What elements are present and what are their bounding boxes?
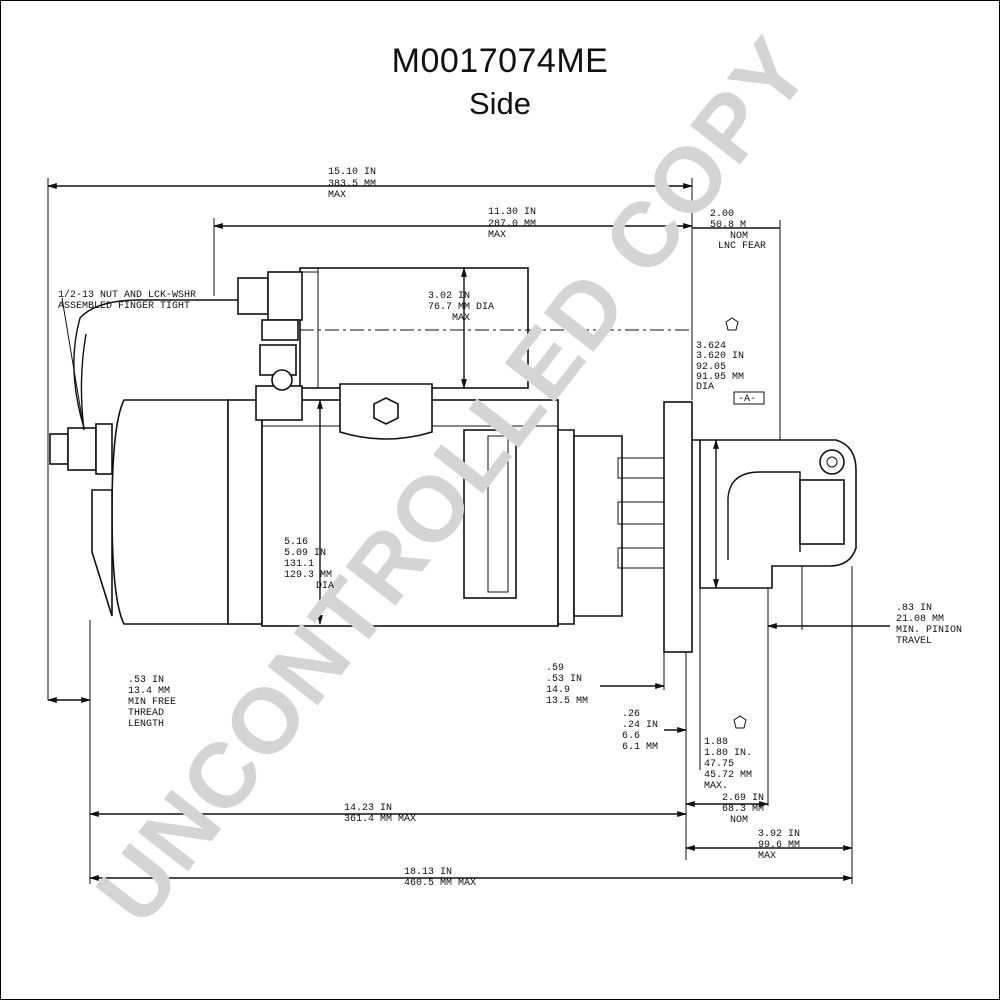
thread-len-1: .53 IN	[128, 675, 164, 686]
pinion-travel-2: 21.08 MM	[896, 614, 944, 625]
nose-max-1: 3.92 IN	[758, 829, 800, 840]
thread-len-2: 13.4 MM	[128, 686, 170, 697]
overall-bottom-1: 18.13 IN	[404, 867, 452, 878]
nut-note-2: ASSEMBLED FINGER TIGHT	[58, 301, 190, 312]
frame-terminal	[255, 385, 303, 421]
pinion-travel-1: .83 IN	[896, 603, 932, 614]
motor-dia-2: 5.09 IN	[284, 548, 326, 559]
overall-top-1: 15.10 IN	[328, 167, 376, 178]
drive-housing	[573, 435, 623, 617]
motor-dia-3: 131.1	[284, 559, 314, 570]
strap-bolt	[373, 397, 399, 425]
nose-len-3: NOM	[730, 815, 748, 826]
flange-nom-4: LNC FEAR	[718, 241, 766, 252]
solenoid-body	[299, 267, 529, 389]
flange-nom-2: 50.8 M	[710, 220, 746, 231]
pinion-pos-2: 1.80 IN.	[704, 748, 752, 759]
motor-dia-4: 129.3 MM	[284, 570, 332, 581]
gap-4: 6.1 MM	[622, 742, 658, 753]
nose-len-1: 2.69 IN	[722, 793, 764, 804]
sol-span-2: 287.0 MM	[488, 219, 536, 230]
pinion-nose	[692, 439, 857, 589]
datum-label: -A-	[738, 394, 756, 405]
flange-thk-3: 14.9	[546, 685, 570, 696]
pinion-pos-1: 1.88	[704, 737, 728, 748]
dimension-labels: 15.10 IN 383.5 MM MAX 11.30 IN 287.0 MM …	[58, 167, 962, 889]
motor-dia-5: DIA	[316, 581, 334, 592]
pilot-dia-5: DIA	[696, 382, 714, 393]
thread-len-4: THREAD	[128, 708, 164, 719]
nose-len-2: 68.3 MM	[722, 804, 764, 815]
sol-dia-1: 3.02 IN	[428, 291, 470, 302]
nose-max-3: MAX	[758, 851, 776, 862]
datum-symbol-2	[733, 715, 747, 729]
drawing-title: M0017074ME	[391, 42, 609, 80]
pinion-pos-4: 45.72 MM	[704, 770, 752, 781]
flange-nom-1: 2.00	[710, 209, 734, 220]
gap-2: .24 IN	[622, 720, 658, 731]
flange-thk-2: .53 IN	[546, 674, 582, 685]
pinion-pos-3: 47.75	[704, 759, 734, 770]
gap-3: 6.6	[622, 731, 640, 742]
starter-motor-outline	[49, 267, 857, 653]
body-len-2: 361.4 MM MAX	[344, 814, 416, 825]
sol-dia-2: 76.7 MM DIA	[428, 302, 494, 313]
overall-bottom-2: 460.5 MM MAX	[404, 878, 476, 889]
pinion-travel-3: MIN. PINION	[896, 625, 962, 636]
end-cap	[111, 399, 229, 625]
flange-thk-1: .59	[546, 663, 564, 674]
body-len-1: 14.23 IN	[344, 803, 392, 814]
sol-span-1: 11.30 IN	[488, 207, 536, 218]
pinion-gear	[799, 479, 845, 545]
pinion-travel-4: TRAVEL	[896, 636, 932, 647]
flange-thk-4: 13.5 MM	[546, 696, 588, 707]
pilot-dia-1: 3.624	[696, 341, 726, 352]
gap-1: .26	[622, 709, 640, 720]
flange-nom-3: NOM	[730, 231, 748, 242]
pilot-dia-2: 3.620 IN	[696, 351, 744, 362]
dimension-lines	[47, 178, 890, 884]
overall-top-2: 383.5 MM	[328, 179, 376, 190]
pilot-dia-4: 91.95 MM	[696, 372, 744, 383]
thread-len-3: MIN FREE	[128, 697, 176, 708]
drawing-subtitle: Side	[468, 86, 532, 121]
datum-symbol	[725, 317, 739, 331]
terminal-wire	[73, 299, 238, 429]
nameplate	[463, 429, 517, 599]
overall-top-3: MAX	[328, 190, 346, 201]
nose-hole	[819, 449, 845, 475]
rear-stud	[49, 433, 69, 465]
sol-dia-3: MAX	[452, 313, 470, 324]
sol-span-3: MAX	[488, 230, 506, 241]
mounting-flange	[663, 401, 693, 653]
nose-max-2: 99.6 MM	[758, 840, 800, 851]
nut-note-1: 1/2-13 NUT AND LCK-WSHR	[58, 289, 196, 301]
pilot-dia-3: 92.05	[696, 362, 726, 373]
motor-dia-1: 5.16	[284, 537, 308, 548]
pinion-pos-5: MAX.	[704, 781, 728, 792]
thread-len-5: LENGTH	[128, 719, 164, 730]
solenoid-terminal	[237, 277, 269, 315]
